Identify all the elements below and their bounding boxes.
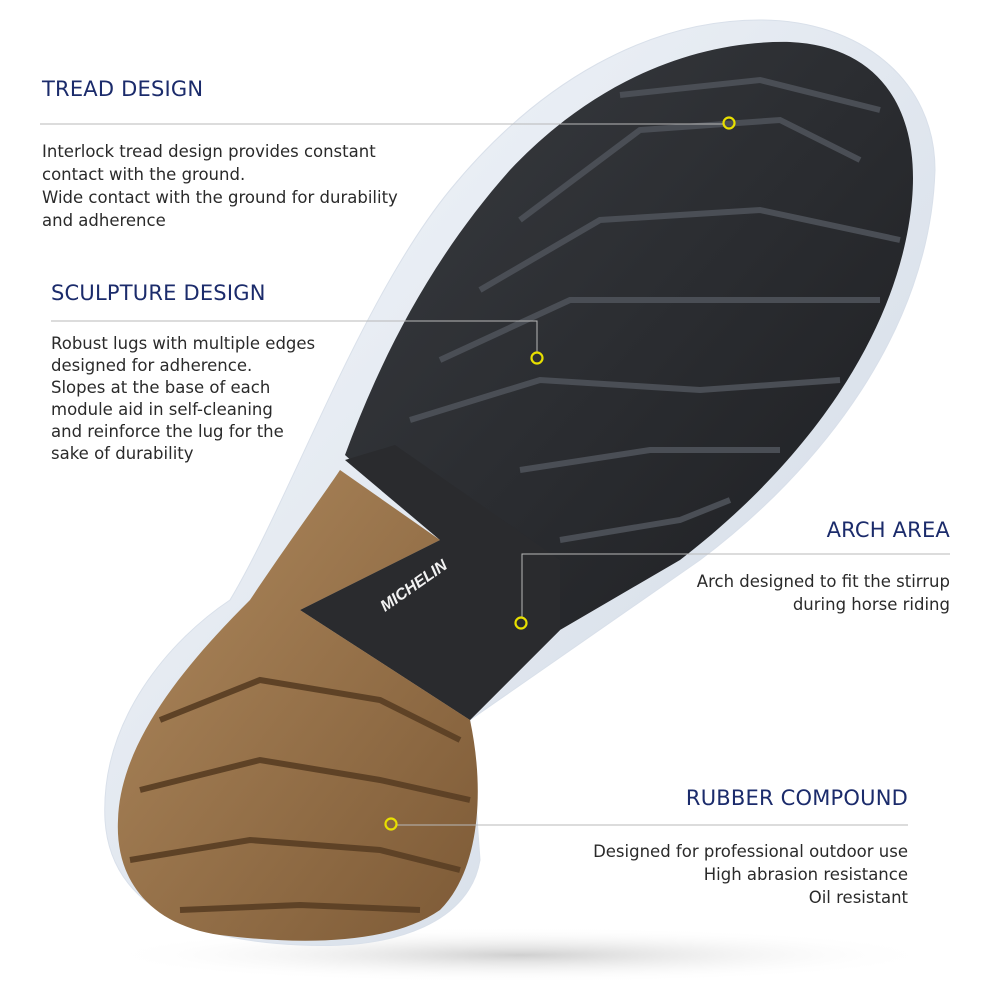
callout-lines	[40, 123, 950, 826]
arch-area-heading: ARCH AREA	[826, 518, 950, 542]
text-line: Robust lugs with multiple edges	[51, 334, 316, 353]
sculpture-design-text: Robust lugs with multiple edges designed…	[51, 333, 315, 465]
text-line: and adherence	[42, 211, 166, 230]
tread-marker[interactable]	[722, 116, 736, 130]
text-line: and reinforce the lug for the	[51, 422, 284, 441]
arch-area-text: Arch designed to fit the stirrup during …	[697, 570, 950, 616]
text-line: Wide contact with the ground for durabil…	[42, 188, 398, 207]
rubber-marker[interactable]	[384, 817, 398, 831]
heel-rubber	[117, 470, 478, 941]
rubber-compound-heading: RUBBER COMPOUND	[685, 786, 908, 810]
tread-design-text: Interlock tread design provides constant…	[42, 140, 398, 232]
text-line: High abrasion resistance	[703, 865, 908, 884]
sculpture-marker[interactable]	[530, 351, 544, 365]
text-line: Oil resistant	[808, 888, 908, 907]
heel-lugs	[129, 676, 471, 913]
text-line: Designed for professional outdoor use	[593, 842, 908, 861]
text-line: sake of durability	[51, 444, 194, 463]
rubber-compound-text: Designed for professional outdoor use Hi…	[593, 840, 908, 909]
text-line: module aid in self-cleaning	[51, 400, 273, 419]
arch-area	[300, 445, 560, 720]
tread-design-heading: TREAD DESIGN	[42, 77, 204, 101]
text-line: contact with the ground.	[42, 165, 246, 184]
text-line: Interlock tread design provides constant	[42, 142, 376, 161]
tread-lugs	[409, 76, 901, 543]
arch-marker[interactable]	[514, 616, 528, 630]
text-line: designed for adherence.	[51, 356, 253, 375]
text-line: Arch designed to fit the stirrup	[696, 572, 950, 591]
sculpture-design-heading: SCULPTURE DESIGN	[51, 281, 266, 305]
text-line: Slopes at the base of each	[51, 378, 271, 397]
text-line: during horse riding	[792, 595, 950, 614]
